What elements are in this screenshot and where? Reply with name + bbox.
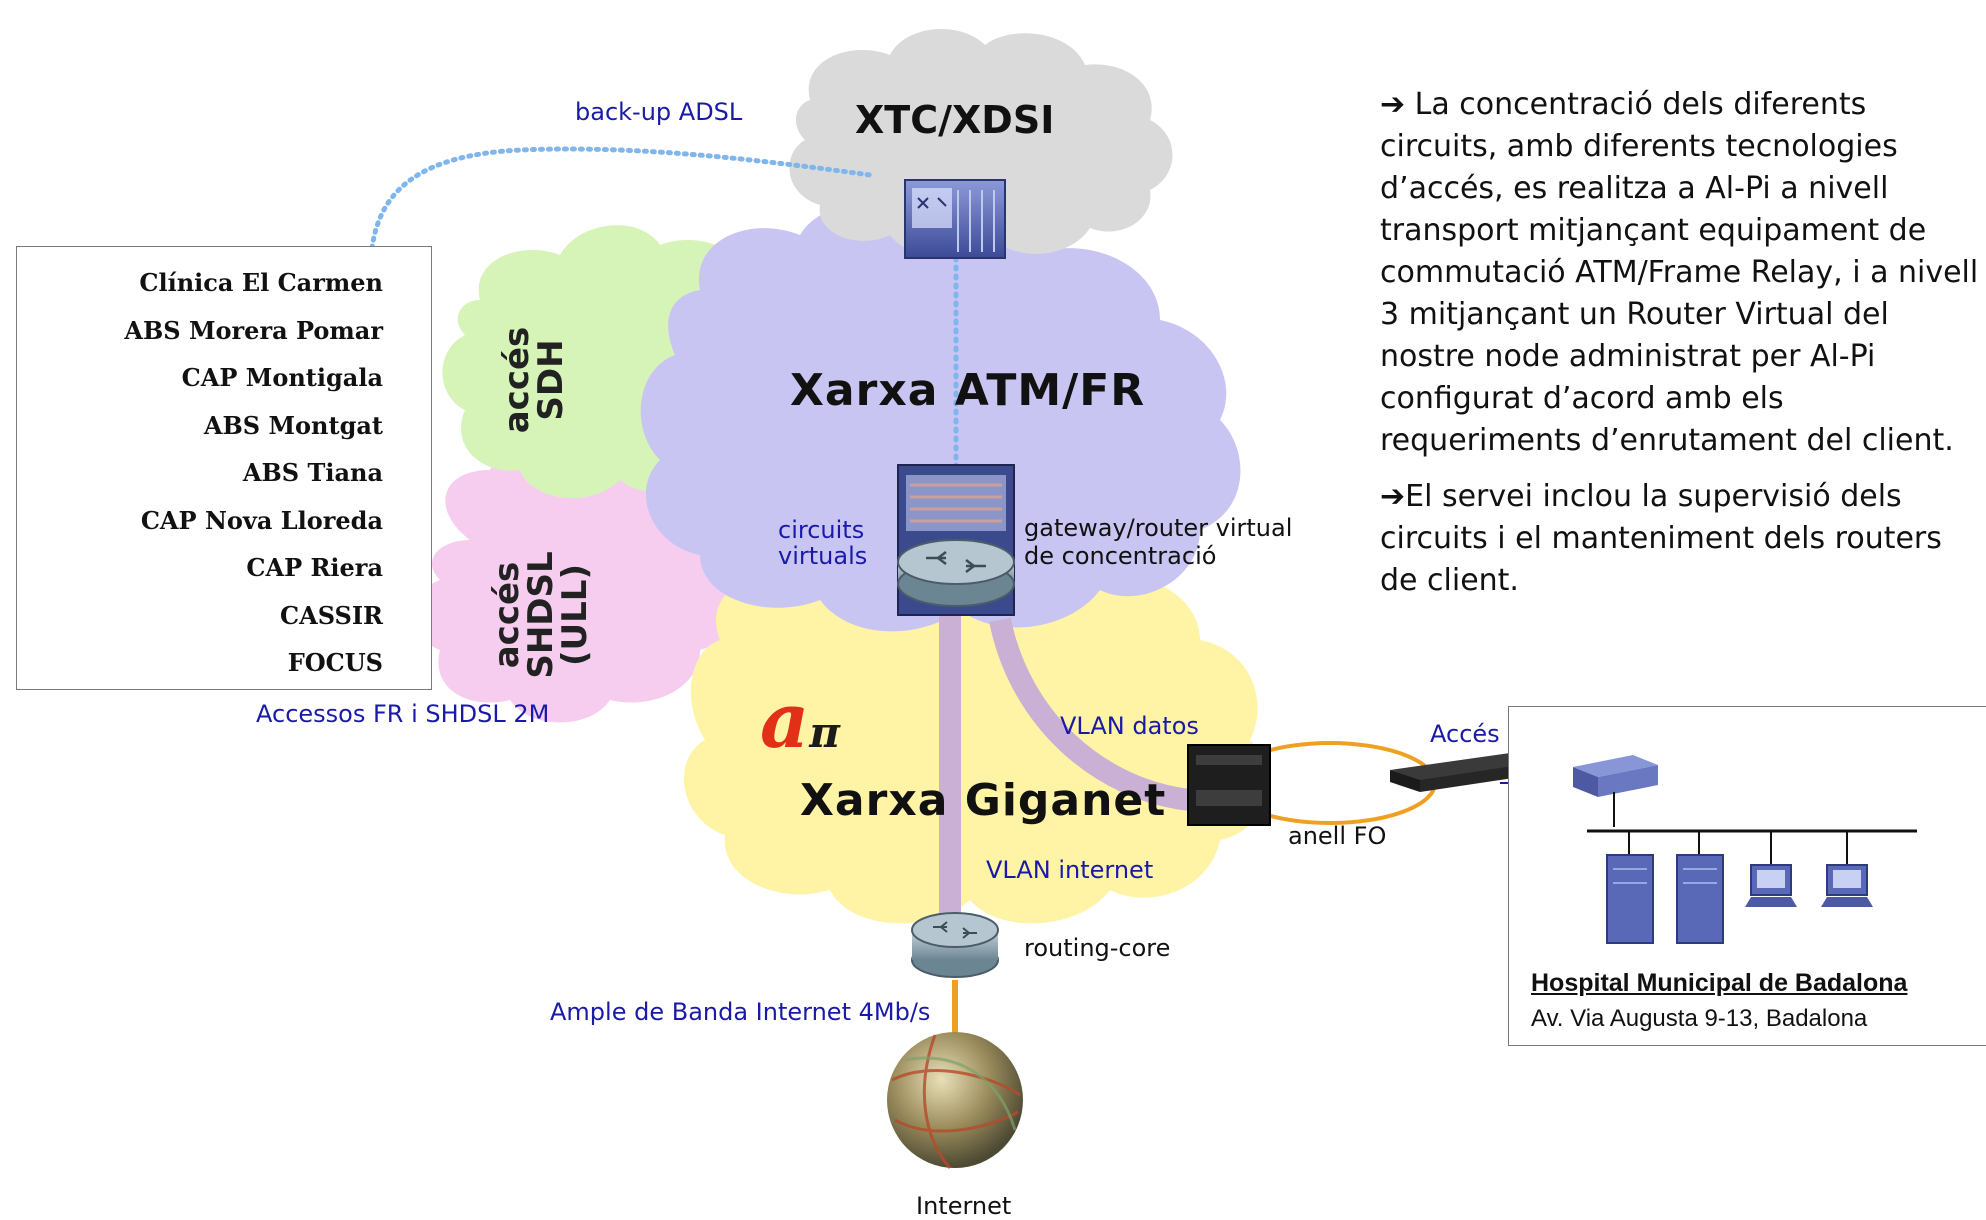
- sdh-label-line1: accés: [497, 326, 537, 434]
- accessos-fr-label: Accessos FR i SHDSL 2M: [256, 700, 550, 728]
- backup-adsl-label: back-up ADSL: [575, 98, 743, 126]
- shdsl-label-line3: (ULL): [555, 563, 595, 667]
- giganet-cloud-title: Xarxa Giganet: [800, 775, 1167, 826]
- routing-core-label: routing-core: [1024, 934, 1171, 962]
- site-item: ABS Tiana: [242, 458, 383, 487]
- hospital-switch-icon: [1573, 755, 1658, 797]
- sdh-cloud-label: accés SDH: [497, 320, 620, 440]
- xtc-switch-icon: [904, 179, 1006, 259]
- shdsl-label-line1: accés: [487, 561, 527, 669]
- sdh-label-line2: SDH: [531, 339, 571, 421]
- gateway-label-1: gateway/router virtual: [1024, 514, 1293, 542]
- anell-fo-label: anell FO: [1288, 822, 1387, 850]
- workstation-icon: [1745, 864, 1797, 907]
- hospital-box: Hospital Municipal de Badalona Av. Via A…: [1508, 706, 1986, 1046]
- giganet-switch-icon: [1187, 744, 1271, 826]
- gateway-label-2: de concentració: [1024, 542, 1217, 570]
- workstation-icon: [1821, 864, 1873, 907]
- gateway-router-icon: [897, 464, 1015, 616]
- site-item: ABS Montgat: [203, 410, 383, 440]
- circuits-virtuals-label-1: circuits: [778, 516, 865, 544]
- routing-core-icon: [911, 912, 999, 978]
- site-item: CAP Nova Lloreda: [140, 505, 383, 535]
- hospital-lan: [1573, 755, 1917, 944]
- description-paragraph-1: ➔ La concentració dels diferents circuit…: [1380, 87, 1979, 458]
- xtc-cloud: [789, 28, 1173, 258]
- giganet-cloud: [683, 542, 1267, 924]
- alpi-logo: aπ: [760, 676, 840, 765]
- shdsl-label-line2: SHDSL: [521, 551, 561, 679]
- site-item: Clínica El Carmen: [139, 268, 383, 297]
- site-item: ABS Morera Pomar: [124, 315, 383, 345]
- server-icon: [1606, 854, 1654, 944]
- vlan-datos-label: VLAN datos: [1060, 712, 1199, 740]
- shdsl-cloud-label: accés SHDSL (ULL): [487, 520, 640, 710]
- logo-a: a: [760, 676, 810, 765]
- atm-cloud: [640, 202, 1241, 632]
- site-item: CASSIR: [279, 600, 383, 630]
- atm-cloud-title: Xarxa ATM/FR: [790, 365, 1146, 416]
- site-item: FOCUS: [287, 648, 383, 677]
- xtc-cloud-title: XTC/XDSI: [855, 98, 1055, 142]
- circuits-virtuals-label-2: virtuals: [778, 542, 868, 570]
- backup-adsl-link: [369, 146, 873, 251]
- internet-globe-icon: [887, 1032, 1023, 1169]
- vlan-datos-link: [989, 617, 1192, 811]
- bandwidth-label: Ample de Banda Internet 4Mb/s: [550, 998, 931, 1026]
- description: ➔ La concentració dels diferents circuit…: [1380, 84, 1980, 616]
- site-item: CAP Montigala: [181, 363, 383, 392]
- site-item: CAP Riera: [246, 553, 383, 582]
- sites-box: Clínica El Carmen ABS Morera Pomar CAP M…: [16, 246, 432, 690]
- hospital-name: Hospital Municipal de Badalona: [1531, 969, 1908, 997]
- internet-label: Internet: [916, 1192, 1012, 1220]
- vlan-internet-label: VLAN internet: [986, 856, 1154, 884]
- server-icon: [1676, 854, 1724, 944]
- logo-pi: π: [809, 708, 840, 757]
- description-paragraph-2: ➔El servei inclou la supervisió dels cir…: [1380, 479, 1942, 598]
- hospital-address: Av. Via Augusta 9-13, Badalona: [1531, 1005, 1868, 1032]
- sites-list: Clínica El Carmen ABS Morera Pomar CAP M…: [124, 259, 383, 687]
